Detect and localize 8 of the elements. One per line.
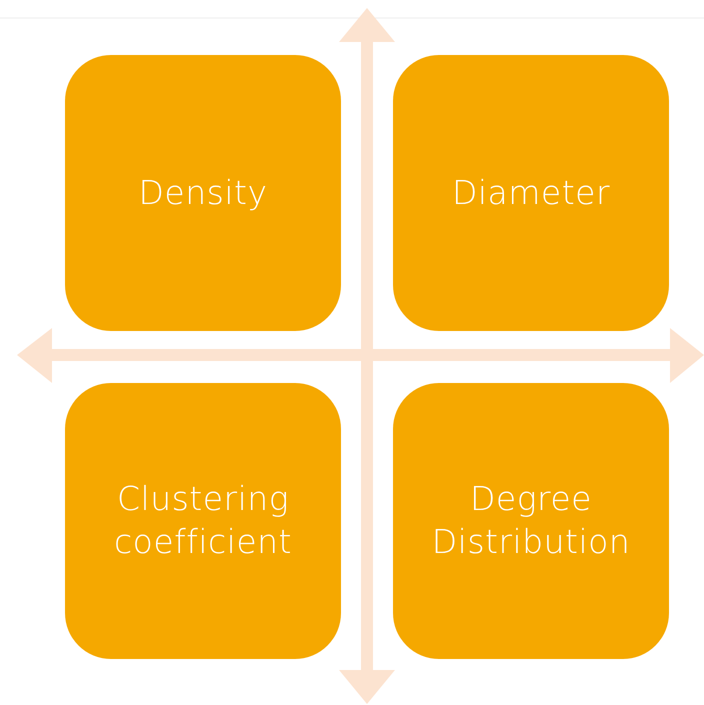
quadrant-box xyxy=(393,383,669,659)
quadrant-label: Diameter xyxy=(452,172,610,214)
quadrant-box xyxy=(65,55,341,331)
quadrant-label: Density xyxy=(138,172,268,214)
quadrant-box xyxy=(393,55,669,331)
quadrant-label: Clustering coefficient xyxy=(112,478,293,563)
quadrant-box xyxy=(65,383,341,659)
quadrant-label: Degree Distribution xyxy=(430,478,632,563)
